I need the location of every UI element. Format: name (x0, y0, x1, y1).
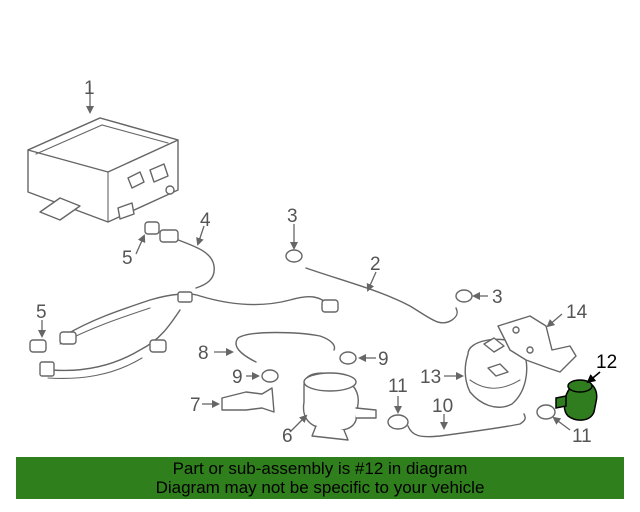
banner-line-1: Part or sub-assembly is #12 in diagram (172, 459, 468, 478)
module-part-13 (464, 337, 528, 408)
banner-line-2: Diagram may not be specific to your vehi… (155, 478, 485, 497)
clamp-part-3-right (455, 289, 473, 303)
callout-3-upper: 3 (287, 206, 298, 227)
info-banner: Part or sub-assembly is #12 in diagram D… (16, 457, 624, 499)
bracket-part-14 (497, 315, 577, 373)
callout-8: 8 (198, 343, 209, 364)
hose-part-2 (305, 267, 458, 324)
bracket-part-7 (221, 387, 275, 413)
callout-12: 12 (596, 352, 617, 373)
hose-part-10 (407, 413, 526, 438)
callout-11-left: 11 (388, 376, 408, 397)
connector-part-5-lower (29, 339, 47, 353)
canister-part-6 (302, 372, 377, 441)
callout-7: 7 (190, 395, 201, 416)
clamp-part-11-left (387, 414, 409, 430)
callout-11-right: 11 (572, 426, 592, 447)
callout-2: 2 (370, 254, 381, 275)
callout-10: 10 (432, 396, 453, 417)
highlighted-part-12 (555, 379, 598, 421)
callout-3-right: 3 (492, 287, 503, 308)
hose-part-8 (235, 331, 336, 363)
clamp-part-9-left (261, 369, 279, 383)
clamp-part-11-right (536, 404, 556, 420)
callout-4: 4 (200, 210, 211, 231)
callout-1: 1 (84, 78, 95, 99)
callout-9-left: 9 (232, 367, 243, 388)
callout-6: 6 (282, 426, 293, 447)
callout-5-upper: 5 (122, 248, 133, 269)
vapor-pipe-assembly (39, 291, 339, 379)
callout-14: 14 (566, 302, 588, 323)
clamp-part-9-right (339, 351, 357, 365)
connector-part-5-upper (144, 221, 160, 235)
callout-5-lower: 5 (36, 302, 47, 323)
hose-part-4 (159, 229, 215, 289)
callout-9-right: 9 (378, 349, 389, 370)
charcoal-canister-part-1 (27, 117, 179, 223)
clamp-part-3-upper (285, 249, 303, 263)
callout-13: 13 (420, 367, 441, 388)
parts-diagram: 1 5 4 5 3 2 3 (27, 78, 617, 447)
